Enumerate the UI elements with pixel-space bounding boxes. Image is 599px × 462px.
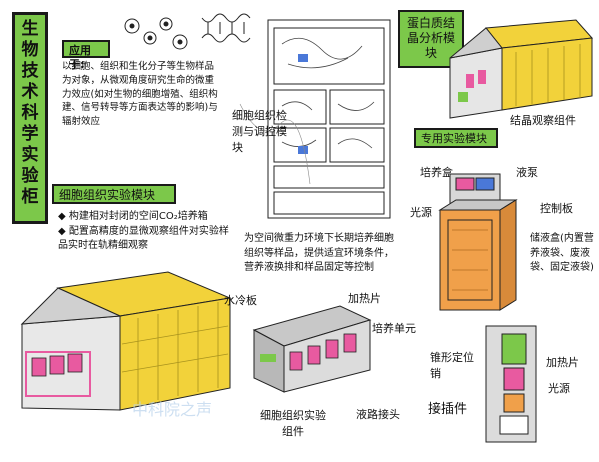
exp-module-illustration (438, 173, 518, 311)
cone-pin-callout: 锥形定位销 (430, 351, 474, 380)
bullet-text-1: 构建相对封闭的空间CO₂培养箱 (68, 211, 208, 222)
protein-module-illustration (449, 19, 594, 119)
light2-callout: 光源 (548, 382, 570, 395)
heater-callout: 加热片 (348, 292, 381, 305)
cell-doodle-icon (124, 13, 251, 50)
application-text: 以细胞、组织和生化分子等生物样品为对象，从微观角度研究生命的微重力效应(如对生物… (62, 61, 218, 128)
watermark: 中科院之声 (132, 400, 213, 419)
cell-assembly-callout: 细胞组织实验组件 (260, 409, 326, 438)
cold-plate-callout: 水冷板 (224, 294, 257, 307)
assembly-desc: 为空间微重力环境下长期培养细胞组织等样品，提供适宜环境条件，营养液换排和样品固定… (244, 233, 394, 273)
title-char: 技 (21, 61, 39, 81)
title-char: 生 (21, 19, 39, 39)
title-char: 物 (21, 40, 39, 60)
protein-module-label: 蛋白质结晶分析模块 (398, 10, 464, 68)
main-title: 生物技术科学实验柜 (12, 12, 48, 224)
title-char: 科 (21, 103, 39, 123)
liquid-pump-callout: 液泵 (516, 166, 538, 179)
exp-module-label: 专用实验模块 (414, 128, 498, 148)
storage-box-callout: 储液盒(内置营养液袋、废液袋、固定液袋) (530, 233, 594, 273)
plug-illustration (485, 325, 537, 443)
cell-module-illustration (20, 271, 232, 411)
cabinet-illustration (239, 19, 391, 219)
culture-assembly-illustration (252, 305, 372, 393)
fluid-joint-callout: 液路接头 (356, 408, 400, 421)
title-char: 术 (21, 82, 39, 102)
bullet-item-2: ◆ 配置高精度的显微观察组件对实验样品实时在轨精细观察 (58, 225, 229, 252)
bullet-text-2: 配置高精度的显微观察组件对实验样品实时在轨精细观察 (58, 225, 229, 252)
cell-tissue-detect-label: 细胞组织检测与调控模块 (232, 109, 287, 154)
bullet-item-1: ◆ 构建相对封闭的空间CO₂培养箱 (58, 211, 208, 222)
title-char: 柜 (21, 187, 39, 207)
title-char: 验 (21, 166, 39, 186)
heater2-callout: 加热片 (546, 356, 579, 369)
cell-module-title: 细胞组织实验模块 (52, 184, 176, 204)
plug-callout: 接插件 (428, 402, 468, 417)
title-char: 学 (21, 124, 39, 144)
light-source-callout: 光源 (410, 206, 432, 219)
control-board-callout: 控制板 (540, 202, 573, 215)
crystal-obs-callout: 结晶观察组件 (510, 114, 576, 127)
title-char: 实 (21, 145, 39, 165)
bullet-list: ◆ 构建相对封闭的空间CO₂培养箱 ◆ 配置高精度的显微观察组件对实验样品实时在… (58, 210, 236, 254)
culture-unit-callout: 培养单元 (372, 322, 416, 335)
culture-box-callout: 培养盒 (420, 166, 453, 179)
application-label: 应用于: (62, 40, 110, 71)
